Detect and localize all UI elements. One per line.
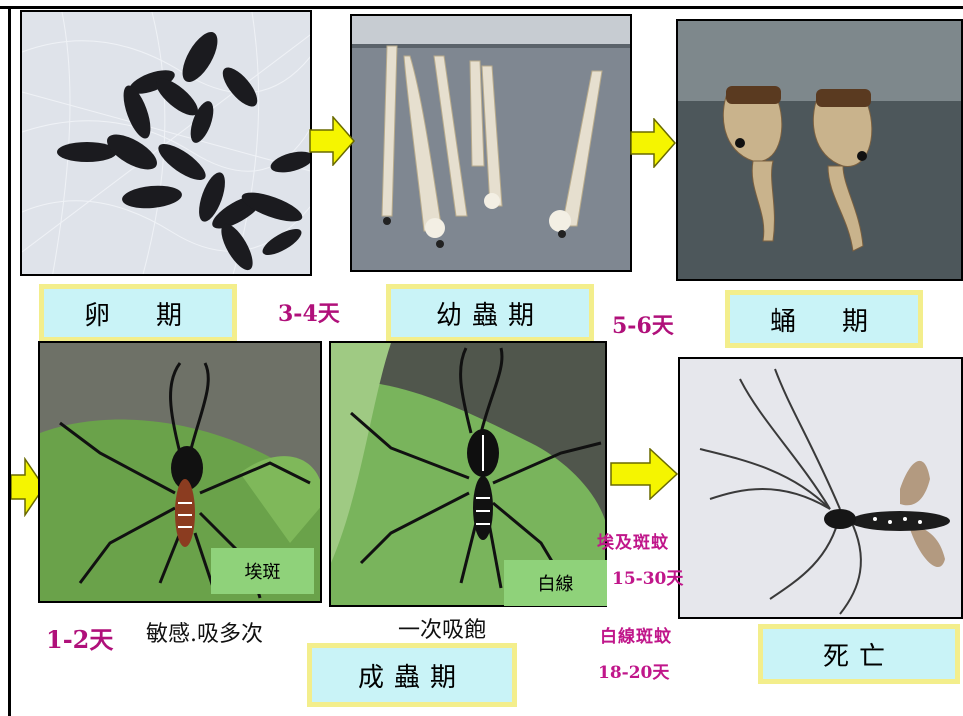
arrow-egg-to-larva xyxy=(309,116,355,166)
pupa-photo xyxy=(676,19,963,281)
death-stage-label: 死亡 xyxy=(758,624,960,684)
dead-mosquito-illustration xyxy=(680,359,961,617)
albopictus-lifespan-days: 18-20天 xyxy=(598,663,670,683)
aegypti-mosquito-illustration xyxy=(40,343,320,601)
arrow-pupa-to-adult xyxy=(11,457,45,517)
aegypti-adult-photo xyxy=(38,341,322,603)
arrow-adult-to-death xyxy=(610,448,678,500)
adult-stage-label: 成蟲期 xyxy=(307,643,517,707)
pupa-stage-label: 蛹 期 xyxy=(725,290,923,348)
pupa-illustration xyxy=(678,21,961,279)
egg-photo xyxy=(20,10,312,276)
egg-duration: 3-4天 xyxy=(278,301,340,327)
larva-illustration xyxy=(352,16,630,270)
egg-illustration xyxy=(22,12,310,274)
larva-duration: 5-6天 xyxy=(612,313,674,339)
dead-mosquito-photo xyxy=(678,357,963,619)
albopictus-lifespan-label: 白線斑蚊 xyxy=(600,627,672,647)
albopictus-tag: 白線 xyxy=(504,560,607,606)
aegypti-tag: 埃斑 xyxy=(211,548,314,594)
arrow-larva-to-pupa xyxy=(630,118,676,168)
egg-stage-label: 卵 期 xyxy=(39,284,237,342)
larva-photo xyxy=(350,14,632,272)
left-border xyxy=(8,6,11,716)
albopictus-feeding-note: 一次吸飽 xyxy=(398,618,487,643)
aegypti-lifespan-label: 埃及斑蚊 xyxy=(597,533,669,553)
larva-stage-label: 幼蟲期 xyxy=(386,284,594,342)
adult-duration: 1-2天 xyxy=(46,625,114,654)
aegypti-feeding-note: 敏感.吸多次 xyxy=(146,622,263,647)
top-border xyxy=(0,6,963,9)
aegypti-lifespan-days: 15-30天 xyxy=(612,569,684,589)
